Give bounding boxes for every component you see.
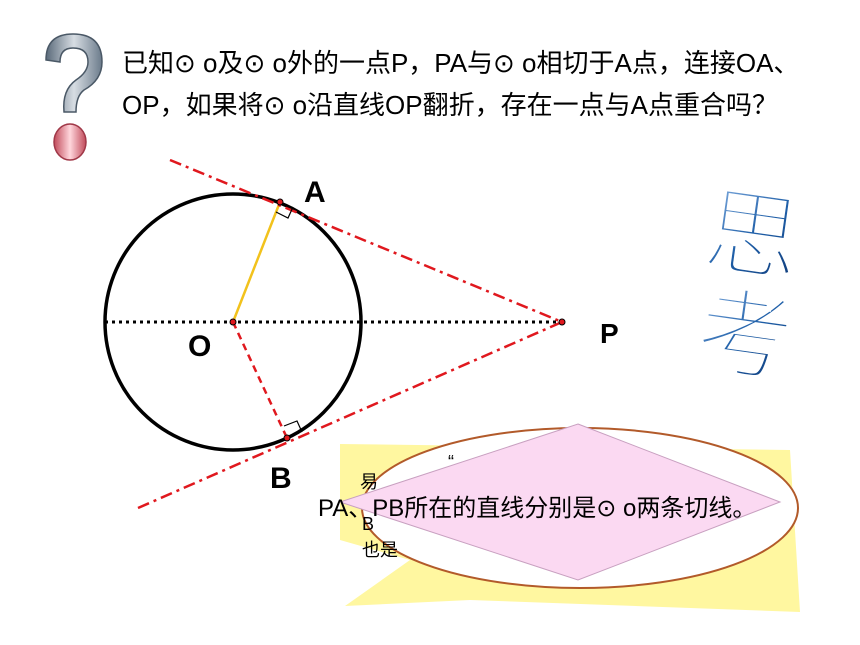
radius-oa	[231, 201, 282, 323]
point-a	[276, 198, 284, 206]
tangent-pb	[137, 320, 563, 510]
question-mark-icon	[45, 33, 103, 161]
bubble-hidden-text-1: 易	[360, 472, 378, 492]
tangent-pa	[169, 158, 563, 324]
label-o: O	[188, 330, 212, 363]
sikao-wordart: 思 考	[690, 173, 809, 399]
sikao-char-1: 思	[697, 174, 808, 298]
point-o	[229, 318, 237, 326]
point-b	[283, 434, 291, 442]
radius-ob	[231, 321, 289, 439]
bubble-main-text: PA、PB所在的直线分别是⊙ o两条切线。	[318, 495, 757, 522]
sikao-char-2: 考	[690, 274, 800, 398]
right-angle-b	[283, 420, 303, 433]
speech-bubble-diamond	[338, 423, 782, 581]
bubble-hidden-text-2: 也是	[362, 540, 398, 560]
right-angle-a	[275, 206, 294, 219]
bubble-hidden-fragment: “	[448, 452, 454, 472]
label-p: P	[600, 318, 619, 349]
label-b: B	[270, 462, 292, 495]
point-p	[558, 318, 566, 326]
question-text: 已知⊙ o及⊙ o外的一点P，PA与⊙ o相切于A点，连接OA、OP，如果将⊙ …	[122, 48, 800, 120]
label-a: A	[304, 176, 326, 209]
bubble-hidden-text-3: B	[362, 514, 375, 534]
